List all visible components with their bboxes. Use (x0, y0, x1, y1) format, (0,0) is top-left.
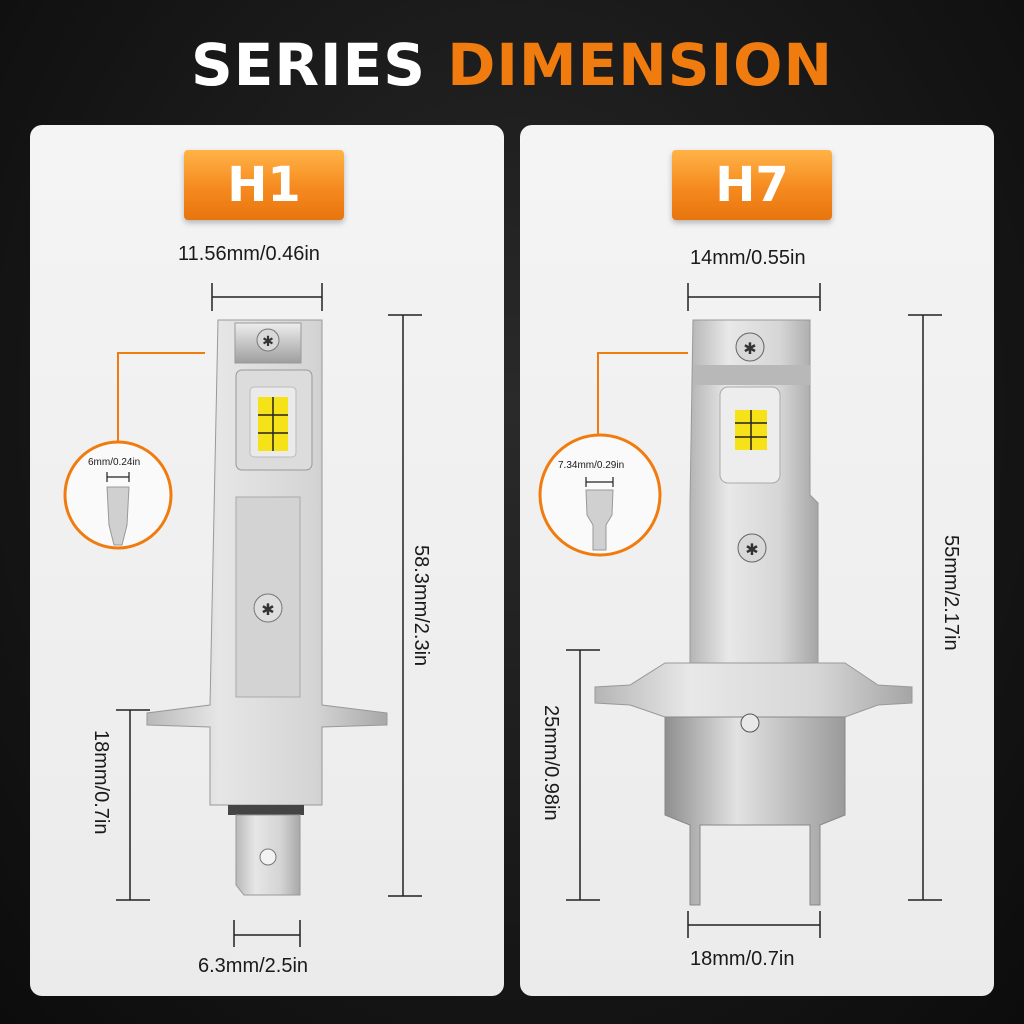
h1-height-dim-line (388, 314, 422, 897)
h1-base-label: 18mm/0.7in (90, 730, 112, 835)
h7-base-width-dim-line (687, 911, 821, 938)
h1-badge: H1 (184, 150, 344, 220)
title-series: SERIES (190, 31, 426, 99)
h1-height-label: 58.3mm/2.3in (410, 545, 432, 667)
h1-pin-dim-line (233, 920, 301, 947)
h7-panel: H7 (520, 125, 994, 996)
h1-bulb: ✱ ✱ (146, 319, 388, 896)
h1-base-dim-line (116, 709, 150, 901)
h1-pin-label: 6.3mm/2.5in (198, 955, 309, 977)
h7-base-dim-line (566, 649, 600, 901)
h1-bulb-diagram: ✱ ✱ (63, 283, 422, 947)
h1-inset-detail (63, 440, 173, 550)
svg-text:✱: ✱ (745, 540, 758, 559)
h7-badge: H7 (672, 150, 832, 220)
h7-base-label: 25mm/0.98in (540, 705, 562, 821)
h7-base-width-label: 18mm/0.7in (690, 948, 795, 970)
svg-text:✱: ✱ (261, 600, 274, 619)
h7-bulb: ✱ ✱ (594, 319, 913, 906)
h1-width-label: 11.56mm/0.46in (178, 243, 320, 265)
h1-width-dim-line (211, 283, 323, 311)
h7-bulb-diagram: ✱ ✱ (538, 283, 942, 938)
h7-inset-label: 7.34mm/0.29in (558, 460, 625, 471)
h7-width-dim-line (687, 283, 821, 311)
page-title: SERIES DIMENSION (0, 30, 1024, 100)
h7-height-dim-line (908, 314, 942, 901)
title-dimension: DIMENSION (447, 31, 834, 99)
h7-callout-line (597, 352, 688, 435)
h1-callout-line (117, 352, 205, 443)
h1-inset-label: 6mm/0.24in (88, 457, 141, 468)
h7-inset-detail (538, 433, 662, 557)
h1-panel: H1 (30, 125, 504, 996)
svg-text:✱: ✱ (743, 339, 756, 358)
svg-text:✱: ✱ (262, 334, 274, 350)
h7-height-label: 55mm/2.17in (940, 535, 962, 651)
h7-width-label: 14mm/0.55in (690, 247, 806, 269)
